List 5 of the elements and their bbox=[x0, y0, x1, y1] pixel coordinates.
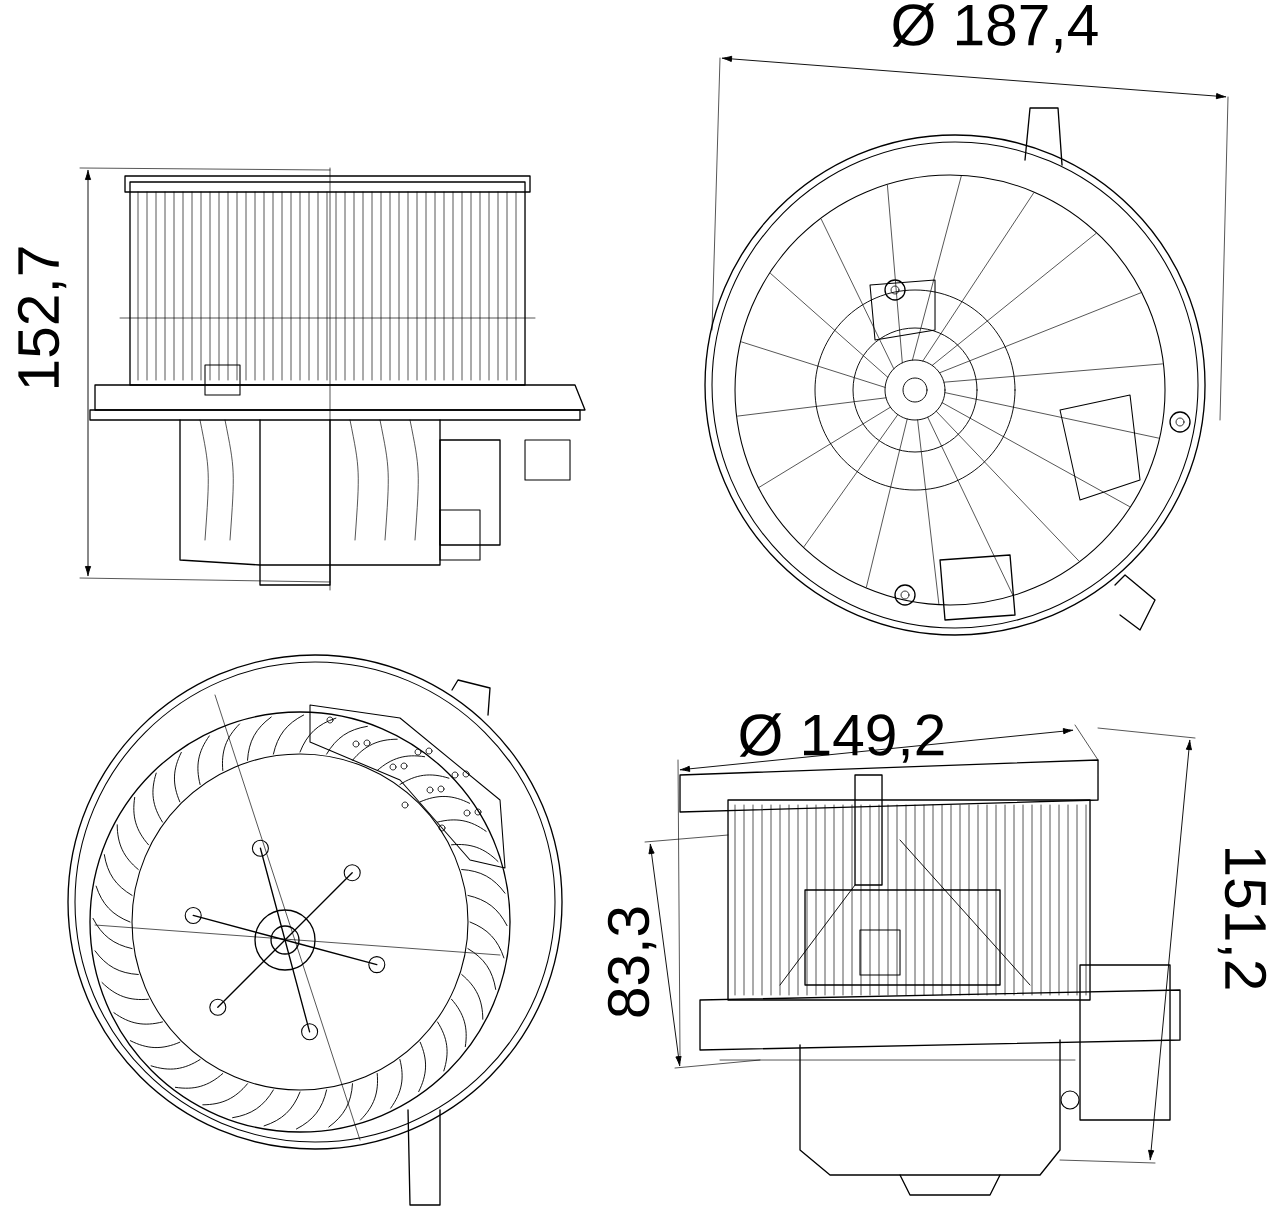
dimension-label: 83,3 bbox=[607, 907, 657, 1017]
dimension-label: 151,2 bbox=[1217, 849, 1267, 989]
dimension-label: Ø 187,4 bbox=[892, 3, 1098, 53]
dimension-label: 152,7 bbox=[17, 247, 67, 387]
dimension-label: Ø 149,2 bbox=[739, 713, 944, 763]
